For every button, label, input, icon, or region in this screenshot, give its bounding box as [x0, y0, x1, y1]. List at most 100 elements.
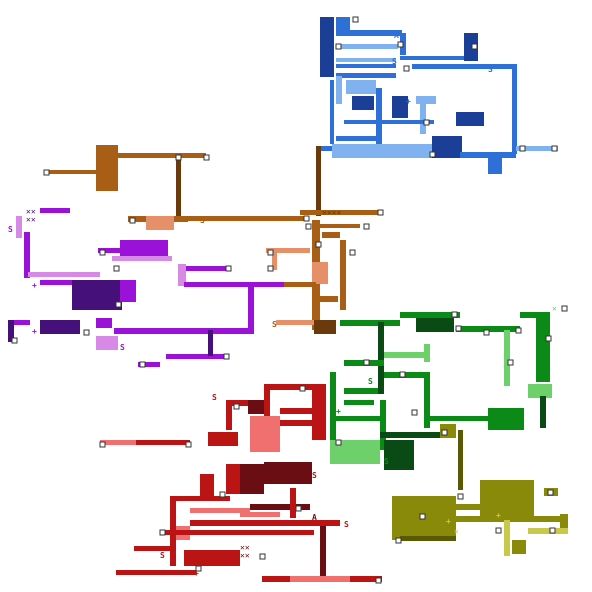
door-square[interactable] [349, 249, 356, 256]
door-square[interactable] [233, 403, 240, 410]
door-square[interactable] [545, 335, 552, 342]
green-room [344, 388, 378, 394]
purple-room [40, 280, 100, 285]
door-square[interactable] [267, 249, 274, 256]
door-square[interactable] [225, 265, 232, 272]
door-square[interactable] [305, 223, 312, 230]
door-square[interactable] [403, 65, 410, 72]
door-square[interactable] [303, 215, 310, 222]
door-square[interactable] [515, 327, 522, 334]
door-square[interactable] [399, 371, 406, 378]
door-square[interactable] [411, 409, 418, 416]
door-square[interactable] [175, 154, 182, 161]
letter-marker: A [312, 513, 317, 522]
blue-room [512, 64, 517, 154]
door-square[interactable] [457, 493, 464, 500]
door-square[interactable] [547, 489, 554, 496]
door-square[interactable] [299, 385, 306, 392]
save-point[interactable]: S [212, 393, 217, 402]
door-square[interactable] [259, 553, 266, 560]
door-square[interactable] [451, 311, 458, 318]
door-square[interactable] [159, 529, 166, 536]
region-blue: S S S A + [316, 17, 558, 174]
blue-room [400, 56, 470, 60]
door-square[interactable] [11, 337, 18, 344]
item-marker[interactable]: + [32, 281, 37, 290]
door-square[interactable] [185, 441, 192, 448]
save-point[interactable]: S [368, 377, 373, 386]
save-point[interactable]: S [312, 471, 317, 480]
door-square[interactable] [519, 145, 526, 152]
item-marker[interactable]: + [336, 407, 341, 416]
door-square[interactable] [335, 43, 342, 50]
door-square[interactable] [43, 169, 50, 176]
door-square[interactable] [507, 359, 514, 366]
item-marker[interactable]: + [32, 327, 37, 336]
save-point[interactable]: S [488, 65, 493, 74]
blue-room [460, 152, 516, 158]
door-square[interactable] [423, 119, 430, 126]
door-square[interactable] [429, 151, 436, 158]
door-square[interactable] [441, 429, 448, 436]
door-square[interactable] [115, 301, 122, 308]
save-point[interactable]: S [8, 225, 13, 234]
door-square[interactable] [363, 223, 370, 230]
door-square[interactable] [219, 491, 226, 498]
save-point[interactable]: S [160, 551, 165, 560]
blue-room [376, 88, 382, 146]
door-square[interactable] [139, 361, 146, 368]
orange-room [340, 240, 346, 310]
red-room [116, 570, 196, 575]
door-square[interactable] [397, 41, 404, 48]
red-room [226, 400, 232, 430]
door-square[interactable] [203, 154, 210, 161]
door-square[interactable] [483, 329, 490, 336]
red-room [240, 464, 264, 494]
green-room [384, 372, 430, 378]
red-room [184, 550, 240, 566]
save-point[interactable]: S [200, 216, 205, 225]
door-square[interactable] [195, 565, 202, 572]
door-square[interactable] [549, 527, 556, 534]
door-square[interactable] [83, 329, 90, 336]
door-square[interactable] [315, 241, 322, 248]
save-point[interactable]: S [344, 520, 349, 529]
purple-room [72, 280, 122, 310]
purple-room [8, 320, 14, 342]
door-square[interactable] [129, 217, 136, 224]
green-room [330, 372, 336, 444]
item-marker[interactable]: + [406, 97, 411, 106]
door-square[interactable] [335, 439, 342, 446]
red-room [240, 512, 280, 517]
purple-room [178, 264, 186, 286]
door-square[interactable] [295, 505, 302, 512]
door-square[interactable] [471, 43, 478, 50]
item-marker[interactable]: + [446, 517, 451, 526]
door-square[interactable] [551, 145, 558, 152]
item-marker[interactable]: + [496, 511, 501, 520]
red-room [164, 530, 314, 535]
door-square[interactable] [267, 265, 274, 272]
door-square[interactable] [375, 577, 382, 584]
door-square[interactable] [455, 325, 462, 332]
purple-room [120, 240, 168, 256]
door-square[interactable] [223, 353, 230, 360]
blue-room [336, 30, 402, 36]
door-square[interactable] [495, 527, 502, 534]
door-square[interactable] [419, 513, 426, 520]
door-square[interactable] [99, 441, 106, 448]
door-square[interactable] [99, 249, 106, 256]
item-marker[interactable]: + [194, 569, 199, 578]
door-square[interactable] [352, 16, 359, 23]
door-square[interactable] [113, 265, 120, 272]
door-square[interactable] [395, 537, 402, 544]
save-point[interactable]: S [120, 343, 125, 352]
door-square[interactable] [363, 359, 370, 366]
door-square[interactable] [561, 305, 568, 312]
save-point[interactable]: S [272, 320, 277, 329]
blue-room [432, 136, 462, 158]
save-point[interactable]: S [376, 89, 381, 98]
save-point[interactable]: S [392, 57, 397, 66]
door-square[interactable] [377, 209, 384, 216]
save-point[interactable]: S [384, 457, 389, 466]
